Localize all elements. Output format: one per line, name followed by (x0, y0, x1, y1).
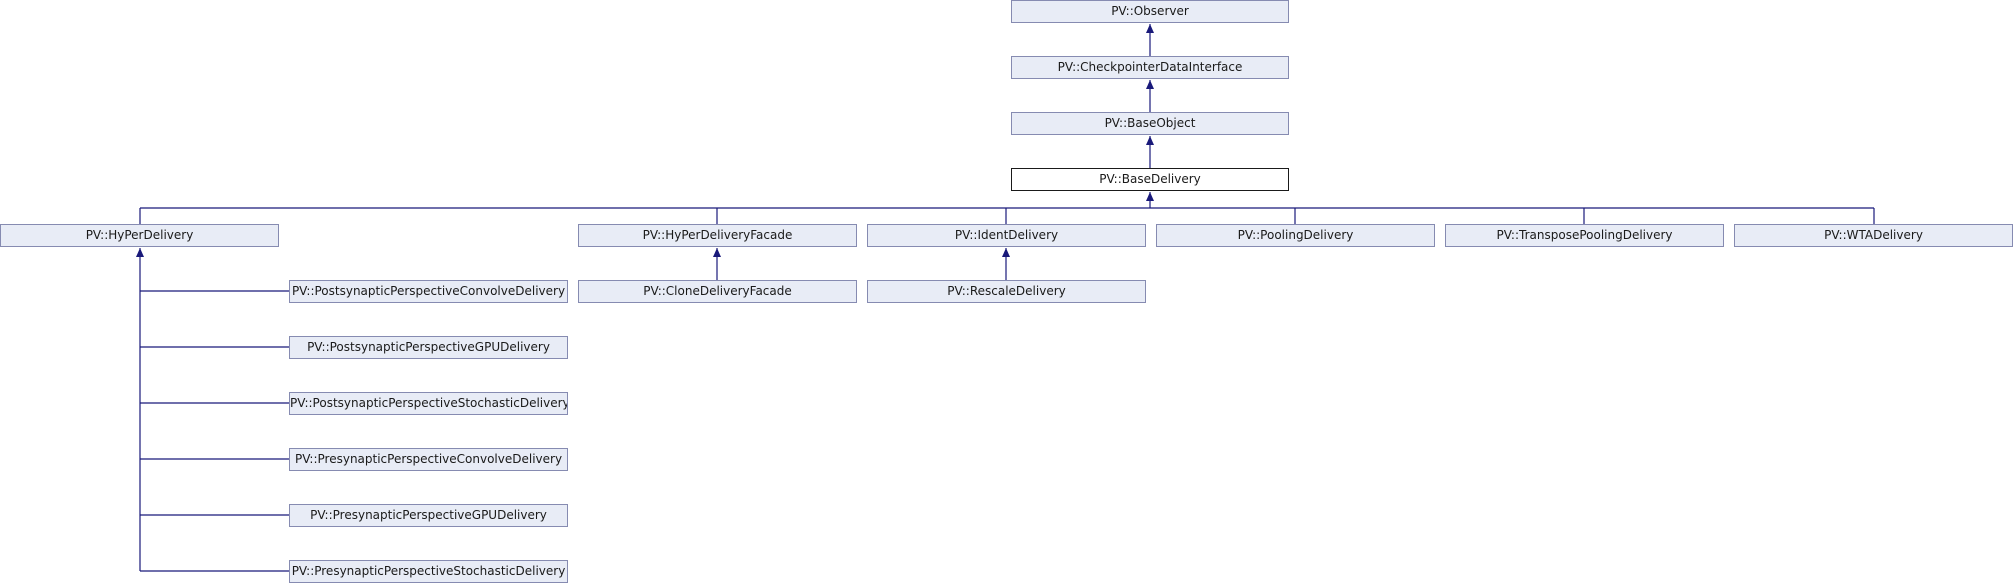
arrowhead-hyperfacade (713, 248, 721, 257)
node-pv-base-delivery: PV::BaseDelivery (1011, 168, 1289, 191)
node-pv-postsynaptic-perspective-stochastic-delivery[interactable]: PV::PostsynapticPerspectiveStochasticDel… (289, 392, 568, 415)
arrowhead-ident (1002, 248, 1010, 257)
node-pv-pooling-delivery[interactable]: PV::PoolingDelivery (1156, 224, 1435, 247)
node-pv-base-object[interactable]: PV::BaseObject (1011, 112, 1289, 135)
arrowhead-basedelivery (1146, 192, 1154, 201)
node-pv-transpose-pooling-delivery[interactable]: PV::TransposePoolingDelivery (1445, 224, 1724, 247)
node-pv-observer[interactable]: PV::Observer (1011, 0, 1289, 23)
arrowhead-hyper (136, 248, 144, 257)
arrowhead-baseobject (1146, 136, 1154, 145)
node-pv-presynaptic-perspective-gpu-delivery[interactable]: PV::PresynapticPerspectiveGPUDelivery (289, 504, 568, 527)
node-pv-postsynaptic-perspective-gpu-delivery[interactable]: PV::PostsynapticPerspectiveGPUDelivery (289, 336, 568, 359)
node-pv-postsynaptic-perspective-convolve-delivery[interactable]: PV::PostsynapticPerspectiveConvolveDeliv… (289, 280, 568, 303)
node-pv-clone-delivery-facade[interactable]: PV::CloneDeliveryFacade (578, 280, 857, 303)
node-pv-rescale-delivery[interactable]: PV::RescaleDelivery (867, 280, 1146, 303)
arrowhead-observer (1146, 24, 1154, 33)
node-pv-hyper-delivery-facade[interactable]: PV::HyPerDeliveryFacade (578, 224, 857, 247)
node-pv-hyper-delivery[interactable]: PV::HyPerDelivery (0, 224, 279, 247)
node-pv-presynaptic-perspective-stochastic-delivery[interactable]: PV::PresynapticPerspectiveStochasticDeli… (289, 560, 568, 583)
node-pv-presynaptic-perspective-convolve-delivery[interactable]: PV::PresynapticPerspectiveConvolveDelive… (289, 448, 568, 471)
node-pv-checkpointer-data-interface[interactable]: PV::CheckpointerDataInterface (1011, 56, 1289, 79)
node-pv-wta-delivery[interactable]: PV::WTADelivery (1734, 224, 2013, 247)
arrowhead-checkpointer (1146, 80, 1154, 89)
node-pv-ident-delivery[interactable]: PV::IdentDelivery (867, 224, 1146, 247)
